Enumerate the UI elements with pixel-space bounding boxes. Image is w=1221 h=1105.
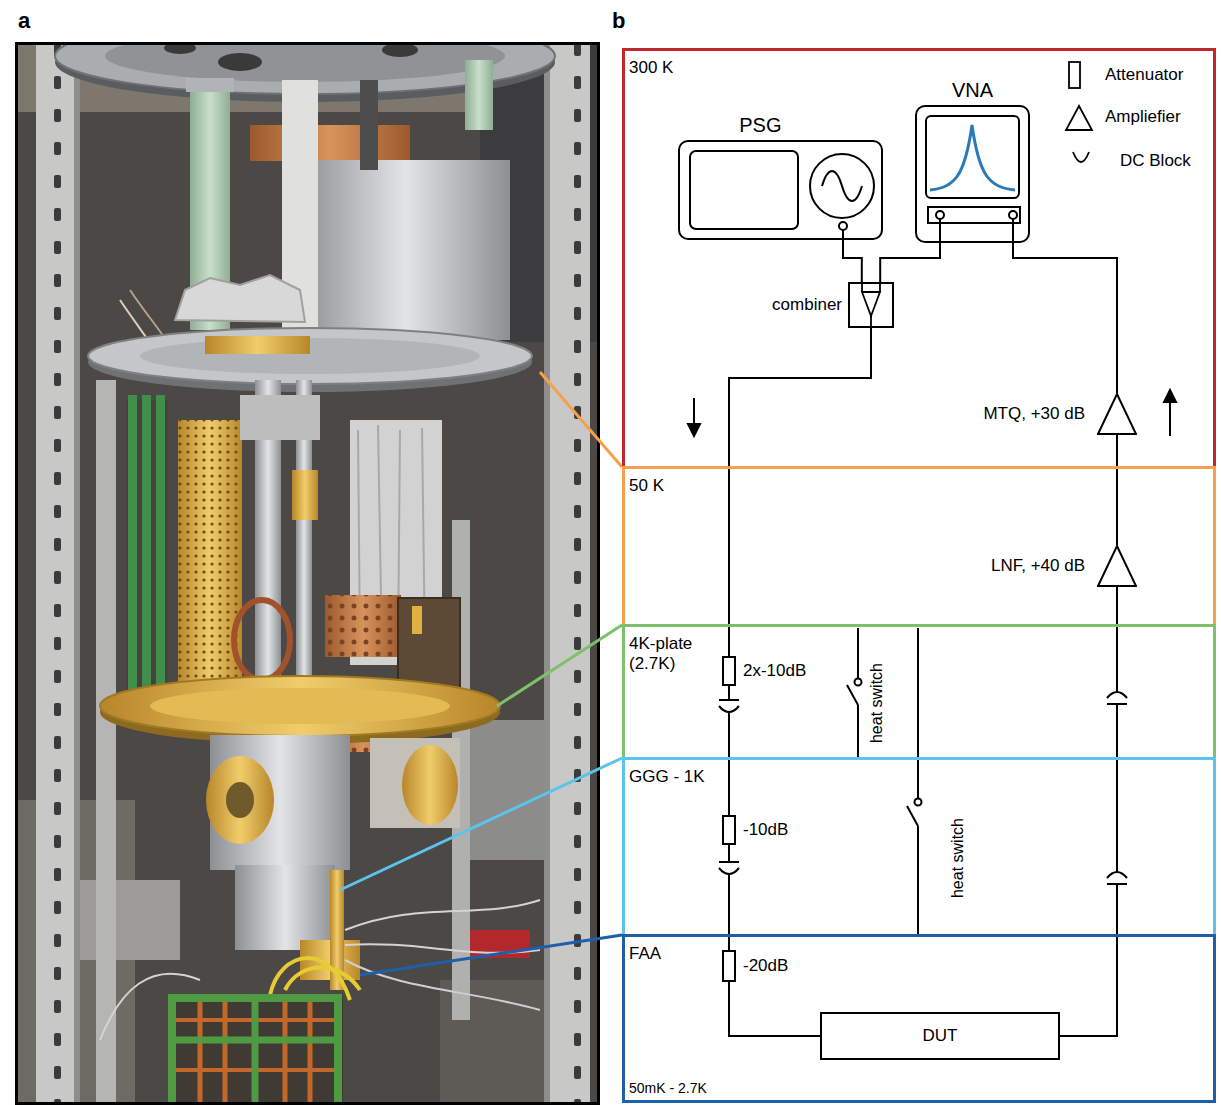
sample-cage xyxy=(168,995,343,1105)
attenuator-label: -20dB xyxy=(743,956,788,976)
attenuator-label: 2x-10dB xyxy=(743,661,806,681)
attenuator: -20dB xyxy=(722,950,736,982)
legend-text: Ampliefier xyxy=(1105,107,1181,127)
instrument-label: VNA xyxy=(917,78,1028,102)
instrument-box: PSG xyxy=(678,140,883,240)
amplifier: LNF, +40 dB xyxy=(1097,545,1137,587)
amplifier: MTQ, +30 dB xyxy=(1097,393,1137,435)
legend-text: Attenuator xyxy=(1105,65,1183,85)
heat-switch-symbol xyxy=(847,628,922,935)
amplifier-triangle xyxy=(1097,545,1137,587)
attenuator-label: -10dB xyxy=(743,820,788,840)
amplifier-label: MTQ, +30 dB xyxy=(983,404,1085,424)
amplifier-outline xyxy=(1098,546,1136,586)
signal-line xyxy=(1116,435,1118,545)
photo-frame xyxy=(17,44,599,1104)
temperature-stage: FAA 50mK - 2.7K -20dB DUT xyxy=(622,934,1216,1103)
upper-stage xyxy=(120,60,510,370)
signal-line xyxy=(729,982,820,1036)
temperature-stage: 4K-plate (2.7K) 2x-10dB xyxy=(622,624,1216,760)
leader-lines xyxy=(340,372,622,975)
stage-label: 50mK - 2.7K xyxy=(629,1080,707,1097)
gold-plate xyxy=(100,676,500,744)
amplifier-triangle xyxy=(1097,393,1137,435)
amplifier-outline xyxy=(1098,394,1136,434)
switch-label: heat switch xyxy=(867,663,886,743)
signal-line xyxy=(880,243,940,282)
amplifier-label: LNF, +40 dB xyxy=(991,556,1085,576)
combiner-internals xyxy=(862,284,880,326)
temperature-stage: GGG - 1K -10dB xyxy=(622,757,1216,937)
stage-label: 300 K xyxy=(629,58,673,78)
panel-letter: a xyxy=(18,8,30,34)
instrument-box: VNA xyxy=(915,105,1030,243)
switch-label: heat switch xyxy=(948,818,967,898)
stage-label: 4K-plate (2.7K) xyxy=(629,634,717,675)
cryostat-photo xyxy=(15,42,600,1105)
stage-label: GGG - 1K xyxy=(629,767,705,787)
instrument-label: PSG xyxy=(680,113,841,137)
middle-stage xyxy=(126,380,460,752)
stage-label: FAA xyxy=(629,944,661,964)
combiner-box: combiner xyxy=(848,282,894,328)
signal-line xyxy=(1013,243,1117,393)
rack-frame xyxy=(36,42,590,1105)
vna-internals xyxy=(926,116,1020,243)
attenuator: 2x-10dB xyxy=(722,656,736,686)
psg-internals xyxy=(690,151,874,240)
signal-line xyxy=(843,240,862,282)
signal-direction-arrows xyxy=(688,390,1176,436)
signal-line xyxy=(729,328,871,656)
signal-line xyxy=(1060,587,1117,1036)
device-label: DUT xyxy=(923,1026,958,1046)
component-label: combiner xyxy=(772,295,842,315)
panel-letter: b xyxy=(612,8,625,34)
temperature-stage: 50 K LNF, +40 dB xyxy=(622,466,1216,627)
legend-text: DC Block xyxy=(1120,151,1191,171)
stage-label: 50 K xyxy=(629,476,664,496)
device-box: DUT xyxy=(820,1012,1060,1060)
attenuator: -10dB xyxy=(722,815,736,845)
legend-symbols xyxy=(1066,62,1092,162)
